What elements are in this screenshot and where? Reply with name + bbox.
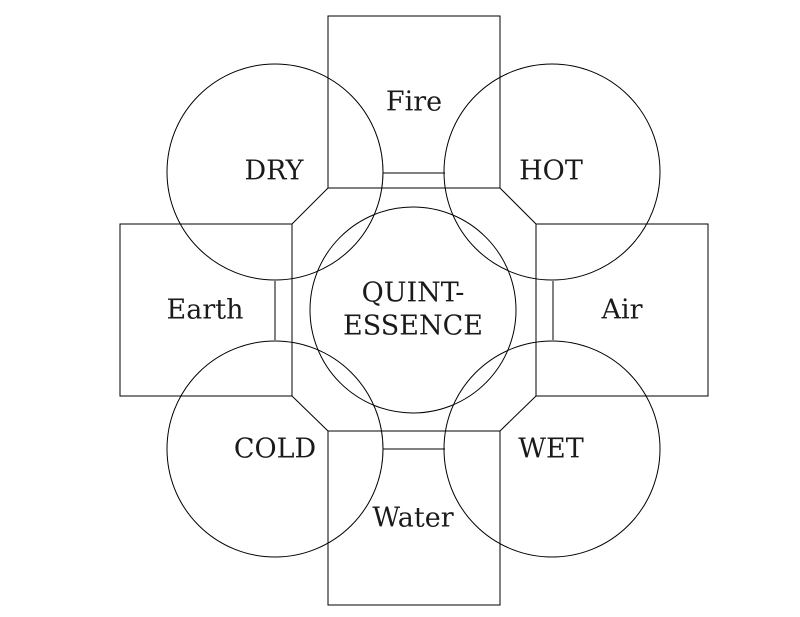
- hot-circle: [443, 63, 661, 281]
- connector-lines: [274, 172, 554, 450]
- air-box: [535, 223, 709, 397]
- quintessence-label-line2: ESSENCE: [343, 311, 483, 342]
- cold-label: COLD: [234, 434, 316, 465]
- wet-label: WET: [518, 434, 583, 465]
- dry-label: DRY: [245, 156, 305, 187]
- air-label: Air: [600, 295, 642, 326]
- cold-circle: [166, 340, 384, 558]
- water-label: Water: [372, 503, 453, 534]
- water-box: [327, 430, 501, 606]
- quintessence-label-line1: QUINT-: [362, 278, 465, 309]
- fire-label: Fire: [386, 87, 442, 118]
- earth-box: [119, 223, 293, 397]
- dry-circle: [166, 63, 384, 281]
- wet-circle: [443, 340, 661, 558]
- quintessence-circle: [309, 206, 517, 414]
- fire-box: [327, 15, 501, 189]
- hot-label: HOT: [519, 156, 583, 187]
- earth-label: Earth: [167, 295, 244, 326]
